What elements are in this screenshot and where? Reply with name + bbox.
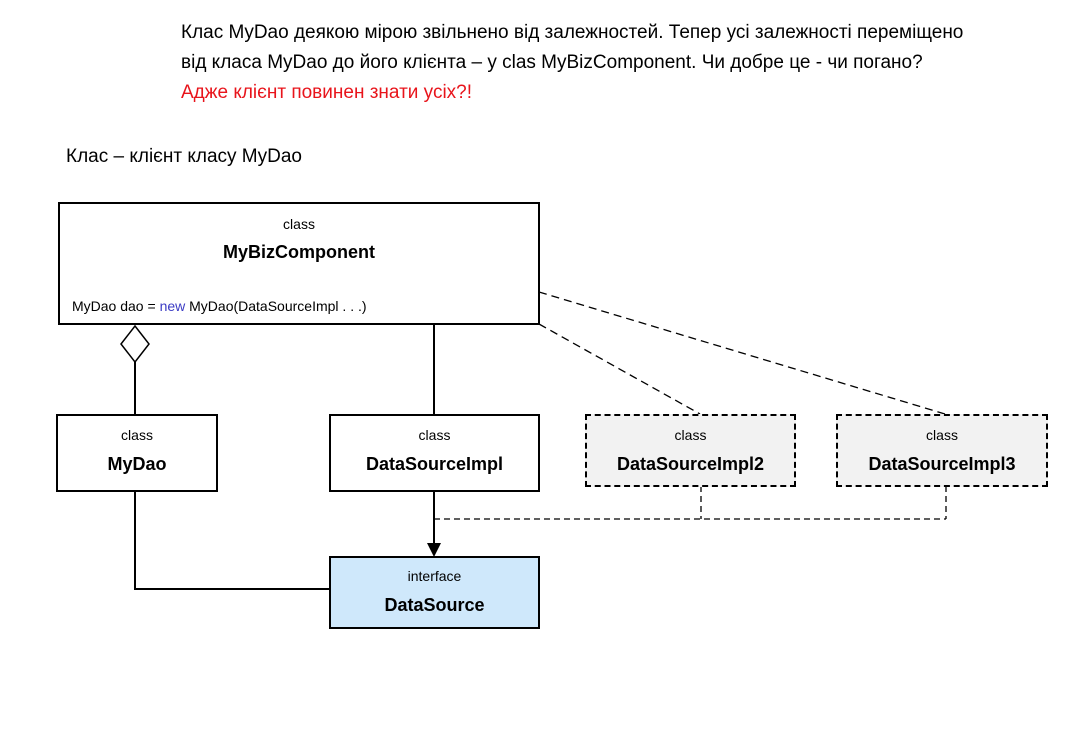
class-mybizcomponent: class MyBizComponent MyDao dao = new MyD… — [58, 202, 540, 325]
diagram-caption: Клас – клієнт класу MyDao — [66, 146, 302, 167]
stereotype-label: class — [926, 427, 958, 443]
intro-paragraph: Клас MyDao деякою мірою звільнено від за… — [181, 18, 1081, 108]
class-name: DataSourceImpl3 — [868, 454, 1016, 474]
class-datasourceimpl: class DataSourceImpl — [329, 414, 540, 492]
stereotype-label: interface — [407, 568, 462, 584]
class-name: MyDao — [107, 454, 167, 474]
class-name: DataSourceImpl2 — [616, 454, 765, 474]
mydao-to-datasource-line — [134, 492, 330, 590]
stereotype-label: class — [418, 427, 451, 443]
aggregation-diamond — [120, 324, 150, 364]
class-name: MyBizComponent — [223, 242, 375, 262]
class-name: DataSourceImpl — [365, 454, 504, 474]
code-suffix: MyDao(DataSourceImpl . . .) — [185, 298, 367, 314]
class-mydao: class MyDao — [56, 414, 218, 492]
stereotype-label: class — [674, 427, 707, 443]
code-keyword: new — [159, 298, 186, 314]
class-datasourceimpl2: class DataSourceImpl2 — [585, 414, 796, 487]
stereotype-label: class — [283, 216, 315, 232]
interface-datasource: interface DataSource — [329, 556, 540, 629]
field-declaration: MyDao dao = new MyDao(DataSourceImpl . .… — [72, 298, 367, 314]
interface-name: DataSource — [384, 595, 485, 615]
biz-to-impl2-dashed-line — [538, 323, 701, 415]
intro-line-3: Адже клієнт повинен знати усіх?! — [181, 82, 473, 103]
code-prefix: MyDao dao = — [72, 298, 160, 314]
intro-line-2: від класа MyDao до його клієнта – у clas… — [181, 52, 923, 73]
stereotype-label: class — [121, 427, 153, 443]
biz-to-impl3-dashed-line — [538, 291, 946, 415]
intro-line-1: Клас MyDao деякою мірою звільнено від за… — [181, 22, 964, 43]
class-datasourceimpl3: class DataSourceImpl3 — [836, 414, 1048, 487]
